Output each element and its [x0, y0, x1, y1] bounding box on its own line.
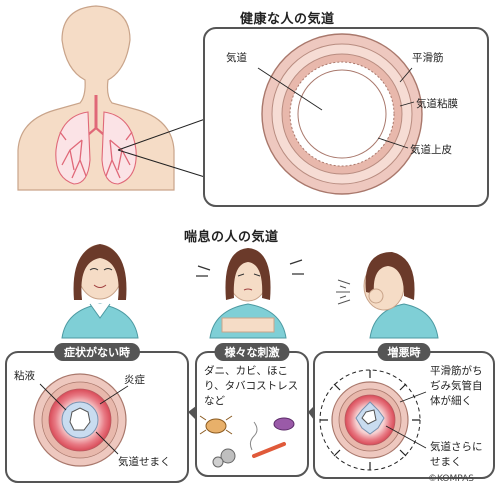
- tag-no-symptoms: 症状がない時: [54, 343, 140, 361]
- healthy-title: 健康な人の気道: [240, 12, 335, 27]
- figure-calm: [61, 244, 139, 339]
- allergen-icons: [199, 415, 295, 468]
- tag-exacerbation: 増悪時: [377, 343, 431, 361]
- figure-coughing: [336, 252, 439, 339]
- tag-stimuli: 様々な刺激: [214, 343, 290, 361]
- label-airway-narrower: 気道さらにせまく: [430, 441, 483, 468]
- stimuli-text: ダニ、カビ、ほこり、タバコストレスなど: [204, 365, 299, 407]
- label-airway-narrow: 気道せまく: [118, 456, 171, 468]
- asthma-title: 喘息の人の気道: [184, 230, 279, 245]
- healthy-leader-lines: [257, 67, 415, 149]
- airway-no-symptoms: [33, 373, 127, 467]
- label-smooth-muscle: 平滑筋: [412, 52, 444, 64]
- label-mucosa: 気道粘膜: [416, 98, 458, 110]
- no-symptoms-leader-lines: [39, 383, 129, 455]
- label-airway: 気道: [226, 52, 247, 64]
- airway-exacerbation: [319, 369, 421, 471]
- credit: ©KOMPAS: [428, 474, 474, 484]
- zoom-pointer: [117, 117, 209, 179]
- figure-irritated: [196, 248, 304, 339]
- exacerbation-leader-lines: [385, 391, 427, 449]
- label-inflammation: 炎症: [124, 374, 145, 386]
- label-epithelium: 気道上皮: [410, 144, 452, 156]
- label-mucus: 粘液: [14, 370, 35, 382]
- lungs-diagram: [55, 95, 137, 185]
- label-muscle-contract: 平滑筋がちぢみ気管自体が細く: [430, 365, 483, 407]
- healthy-airway-cross-section: [261, 33, 423, 195]
